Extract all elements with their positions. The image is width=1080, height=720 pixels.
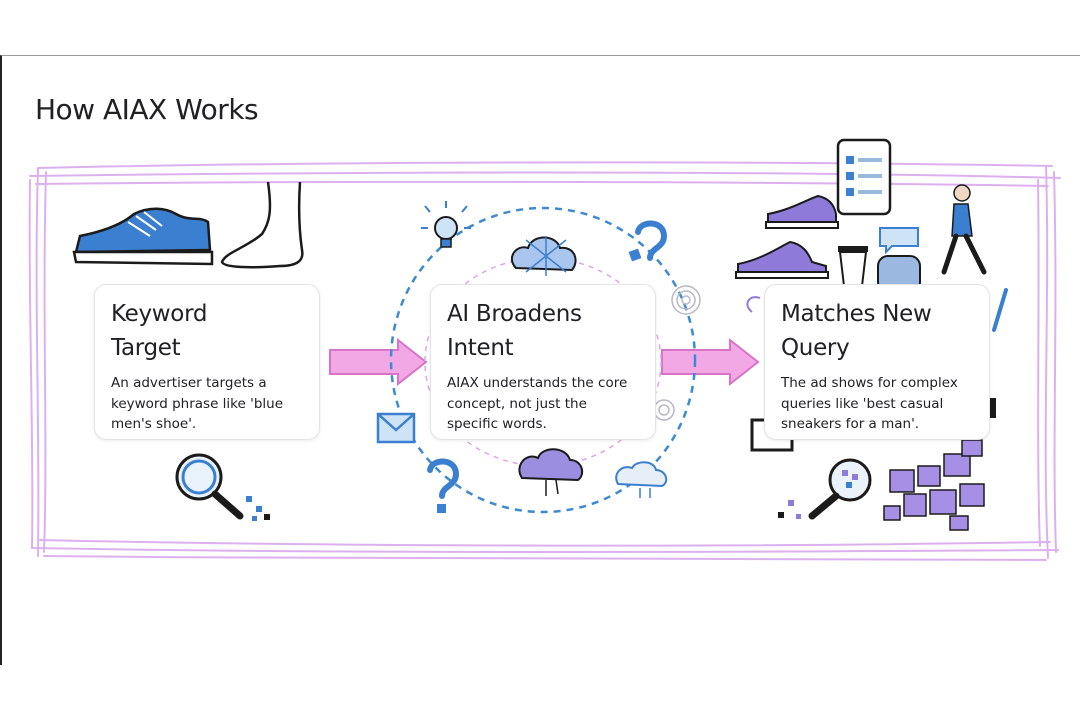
sneaker-icon	[72, 207, 214, 266]
sneaker-icon	[765, 194, 839, 229]
coffee-cup-icon	[838, 246, 868, 287]
question-mark-icon	[628, 220, 668, 262]
swirl-icon	[653, 285, 701, 421]
person-walking-icon	[941, 184, 987, 275]
arrow-right-icon	[329, 337, 428, 387]
pencil-icon	[992, 288, 1008, 332]
puzzle-pieces-icon	[883, 439, 985, 531]
cloud-icon	[518, 448, 584, 496]
lightbulb-icon	[421, 201, 471, 248]
magnifier-icon	[175, 453, 270, 521]
step-description: An advertiser targets a keyword phrase l…	[111, 375, 284, 432]
chat-bubble-icon	[879, 227, 919, 255]
magnifier-icon	[778, 458, 872, 520]
question-mark-icon	[427, 458, 460, 513]
foot-icon	[220, 181, 304, 269]
arrow-right-icon	[661, 337, 760, 387]
sneaker-icon	[735, 240, 829, 279]
page-title: How AIAX Works	[35, 93, 259, 126]
envelope-icon	[376, 412, 416, 444]
cloud-network-icon	[510, 236, 577, 276]
step-description: The ad shows for complex queries like 'b…	[781, 375, 958, 432]
step-description: AIAX understands the core concept, not j…	[447, 375, 628, 432]
cloud-icon	[615, 461, 668, 498]
bottom-strip	[0, 665, 1080, 720]
phone-icon	[836, 138, 892, 216]
swirl-icon	[746, 296, 761, 313]
